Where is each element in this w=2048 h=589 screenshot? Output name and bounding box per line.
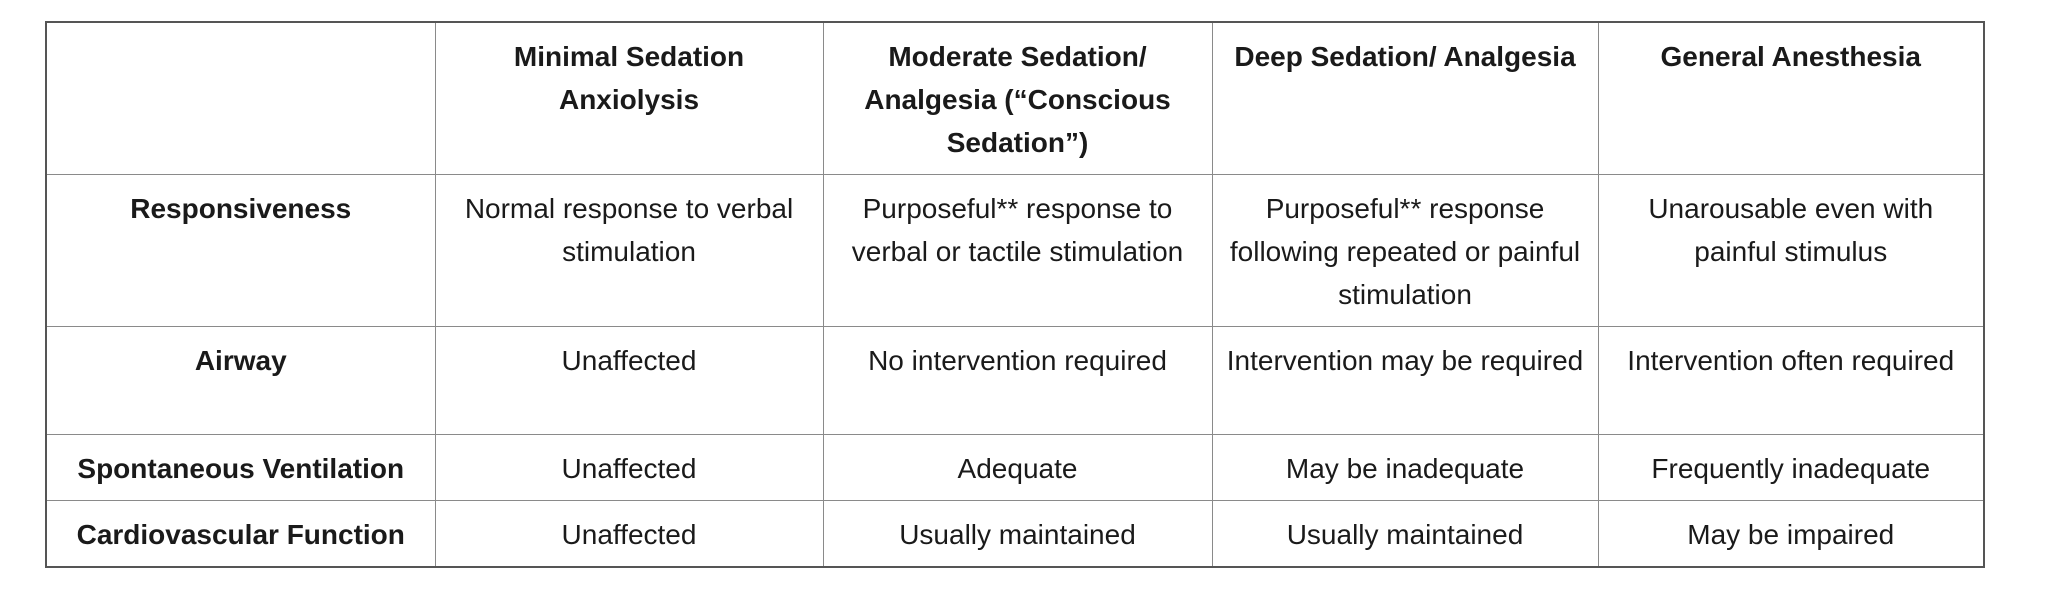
- table-cell: May be inadequate: [1211, 434, 1599, 501]
- row-label-cardiovascular-function: Cardiovascular Function: [45, 500, 436, 568]
- table-cell: Purposeful** response following repeated…: [1211, 174, 1599, 327]
- table-cell: May be impaired: [1597, 500, 1985, 568]
- table-row: Spontaneous Ventilation Unaffected Adequ…: [45, 434, 1985, 501]
- table-cell: Intervention may be required: [1211, 326, 1599, 435]
- table-cell: Adequate: [822, 434, 1213, 501]
- table-cell: Unaffected: [434, 326, 824, 435]
- row-label-spontaneous-ventilation: Spontaneous Ventilation: [45, 434, 436, 501]
- table-cell: Purposeful** response to verbal or tacti…: [822, 174, 1213, 327]
- table-cell: Intervention often required: [1597, 326, 1985, 435]
- row-label-airway: Airway: [45, 326, 436, 435]
- table-row: Airway Unaffected No intervention requir…: [45, 326, 1985, 435]
- sedation-levels-table-container: Minimal Sedation Anxiolysis Moderate Sed…: [45, 21, 1985, 568]
- table-cell: Usually maintained: [822, 500, 1213, 568]
- sedation-levels-table: Minimal Sedation Anxiolysis Moderate Sed…: [45, 21, 1985, 568]
- table-cell: Normal response to verbal stimulation: [434, 174, 824, 327]
- table-row: Cardiovascular Function Unaffected Usual…: [45, 500, 1985, 568]
- header-minimal-sedation: Minimal Sedation Anxiolysis: [434, 21, 824, 175]
- table-row: Responsiveness Normal response to verbal…: [45, 174, 1985, 327]
- table-cell: Unarousable even with painful stimulus: [1597, 174, 1985, 327]
- table-cell: Usually maintained: [1211, 500, 1599, 568]
- table-cell: Unaffected: [434, 500, 824, 568]
- table-cell: Unaffected: [434, 434, 824, 501]
- row-label-responsiveness: Responsiveness: [45, 174, 436, 327]
- header-row: Minimal Sedation Anxiolysis Moderate Sed…: [45, 21, 1985, 175]
- header-deep-sedation: Deep Sedation/ Analgesia: [1211, 21, 1599, 175]
- header-moderate-sedation: Moderate Sedation/ Analgesia (“Conscious…: [822, 21, 1213, 175]
- table-cell: No intervention required: [822, 326, 1213, 435]
- table-cell: Frequently inadequate: [1597, 434, 1985, 501]
- header-general-anesthesia: General Anesthesia: [1597, 21, 1985, 175]
- header-corner-cell: [45, 21, 436, 175]
